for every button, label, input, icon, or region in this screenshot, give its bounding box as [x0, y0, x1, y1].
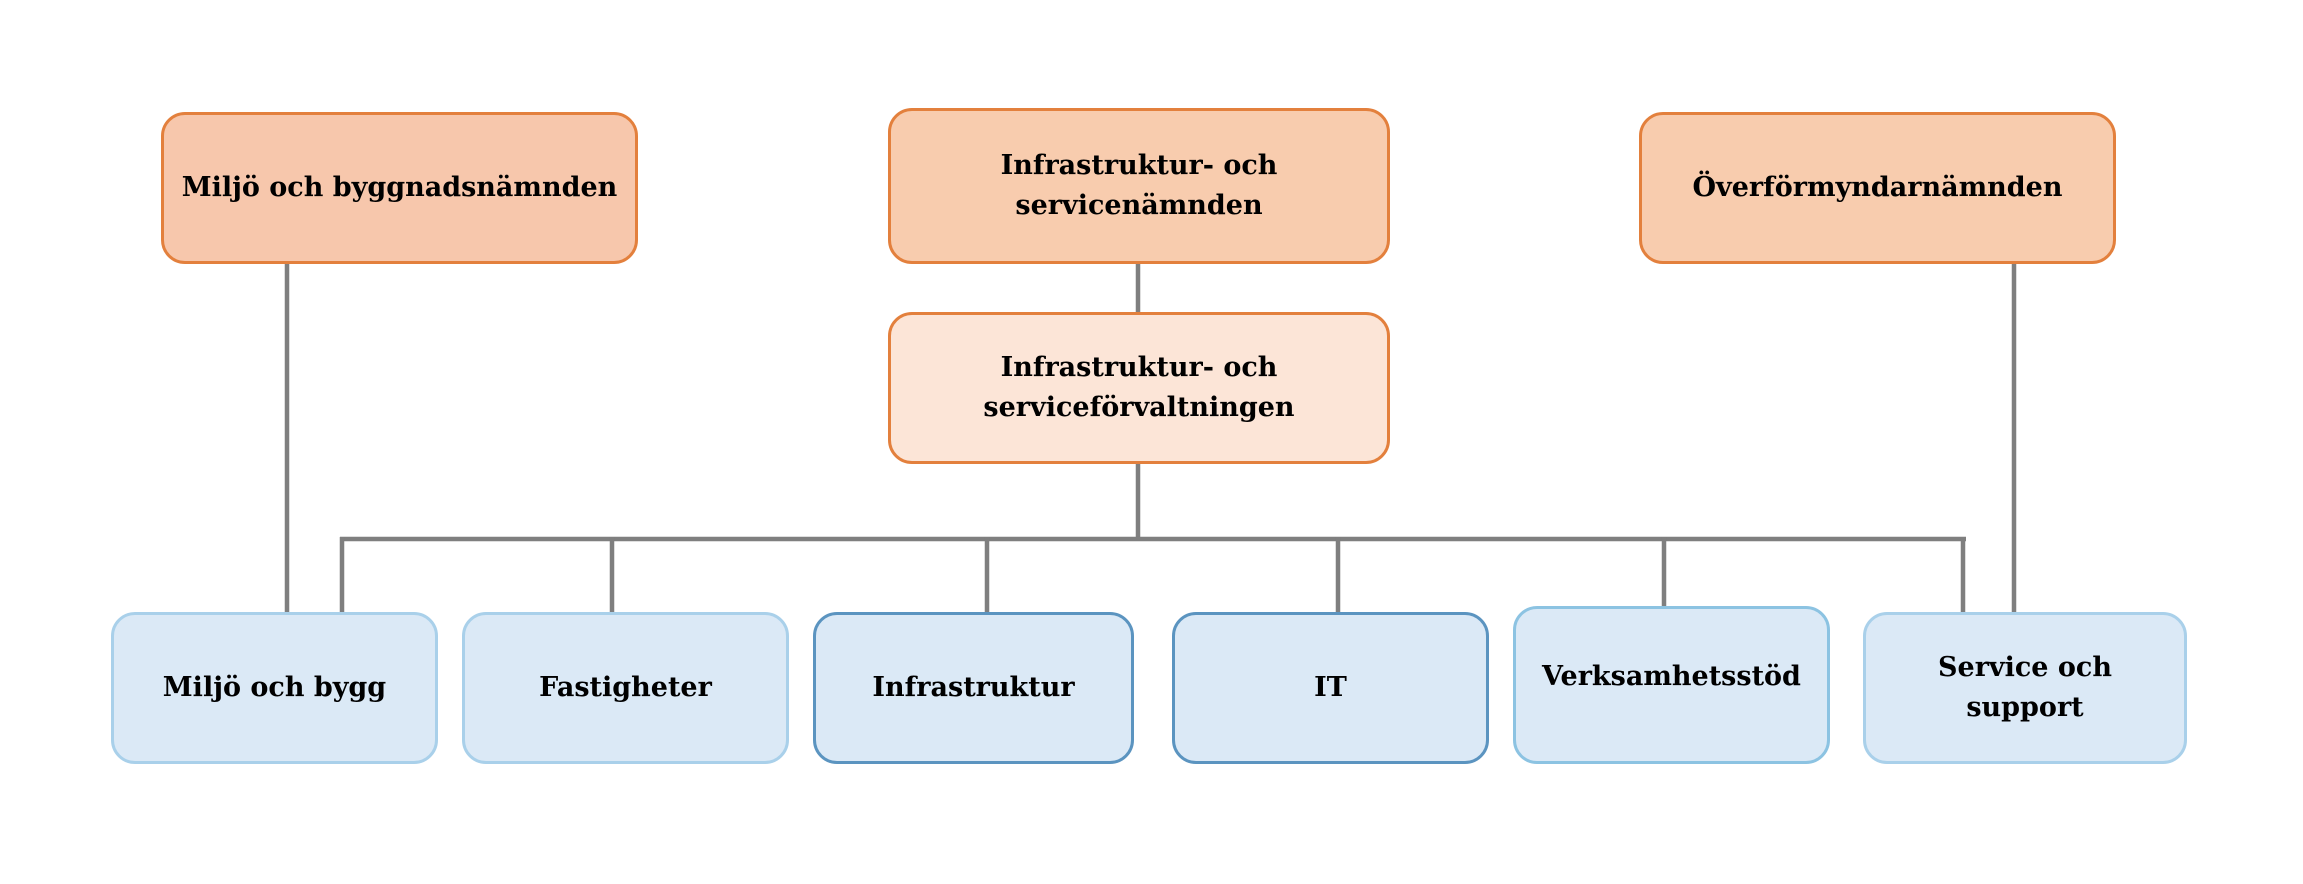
unit-label: Miljö och bygg: [162, 672, 387, 703]
board-label: Överförmyndarnämnden: [1692, 172, 2063, 203]
board-miljo-och-byggnadsnamnden: Miljö och byggnadsnämnden: [161, 112, 638, 264]
board-label: Miljö och byggnadsnämnden: [181, 172, 618, 203]
unit-fastigheter: Fastigheter: [462, 612, 789, 764]
unit-label: Verksamhetsstöd: [1542, 661, 1801, 692]
administration-infrastruktur-och-serviceforvaltningen: Infrastruktur- och serviceförvaltningen: [888, 312, 1390, 464]
board-infrastruktur-och-servicenamnden: Infrastruktur- och servicenämnden: [888, 108, 1390, 264]
board-label-line2: servicenämnden: [1015, 190, 1263, 221]
unit-miljo-och-bygg: Miljö och bygg: [111, 612, 438, 764]
unit-label: Service och support: [1938, 652, 2112, 723]
unit-label: Fastigheter: [539, 672, 712, 703]
unit-it: IT: [1172, 612, 1489, 764]
unit-verksamhetsstod: Verksamhetsstöd: [1513, 606, 1830, 764]
unit-service-och-support: Service och support: [1863, 612, 2187, 764]
unit-infrastruktur: Infrastruktur: [813, 612, 1134, 764]
board-overformyndarnamnden: Överförmyndarnämnden: [1639, 112, 2116, 264]
unit-label: IT: [1314, 672, 1347, 703]
unit-label: Infrastruktur: [872, 672, 1075, 703]
board-label-line1: Infrastruktur- och: [1000, 150, 1278, 181]
administration-label-line1: Infrastruktur- och: [1000, 352, 1278, 383]
administration-label-line2: serviceförvaltningen: [983, 392, 1295, 423]
